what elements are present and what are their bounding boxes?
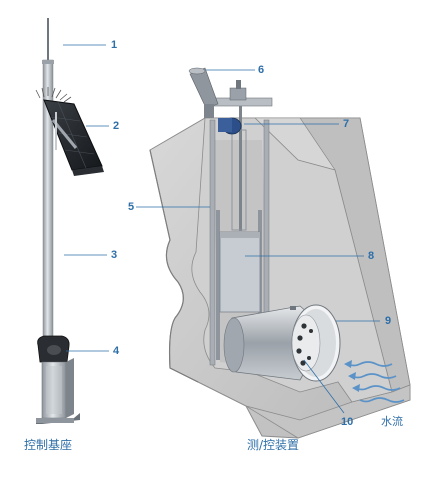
callout-4: 4 [113, 345, 120, 357]
solar-panel [43, 99, 104, 176]
control-pole [35, 18, 104, 424]
callout-10: 10 [341, 416, 354, 428]
flow-label: 水流 [381, 415, 403, 428]
control-box [37, 335, 70, 363]
radar-sensor [188, 67, 219, 118]
pole-cap [42, 60, 54, 64]
callout-2: 2 [113, 120, 120, 132]
base-column [36, 358, 80, 424]
callout-7: 7 [343, 118, 350, 130]
gate-plate [219, 231, 261, 313]
leader-lines [63, 44, 380, 414]
callout-6: 6 [258, 64, 265, 76]
callout-8: 8 [368, 250, 375, 262]
callout-9: 9 [385, 315, 392, 327]
antenna-rod [47, 18, 49, 66]
callout-3: 3 [111, 249, 118, 261]
callout-5: 5 [128, 201, 135, 213]
water-flow-arrows [344, 360, 405, 403]
callout-1: 1 [111, 39, 118, 51]
outlet-pipe [223, 304, 341, 382]
caption-measure-control-device: 测/控装置 [247, 438, 300, 452]
caption-control-base: 控制基座 [24, 438, 73, 452]
bird-spikes [35, 87, 72, 103]
gate-structure [149, 67, 411, 439]
